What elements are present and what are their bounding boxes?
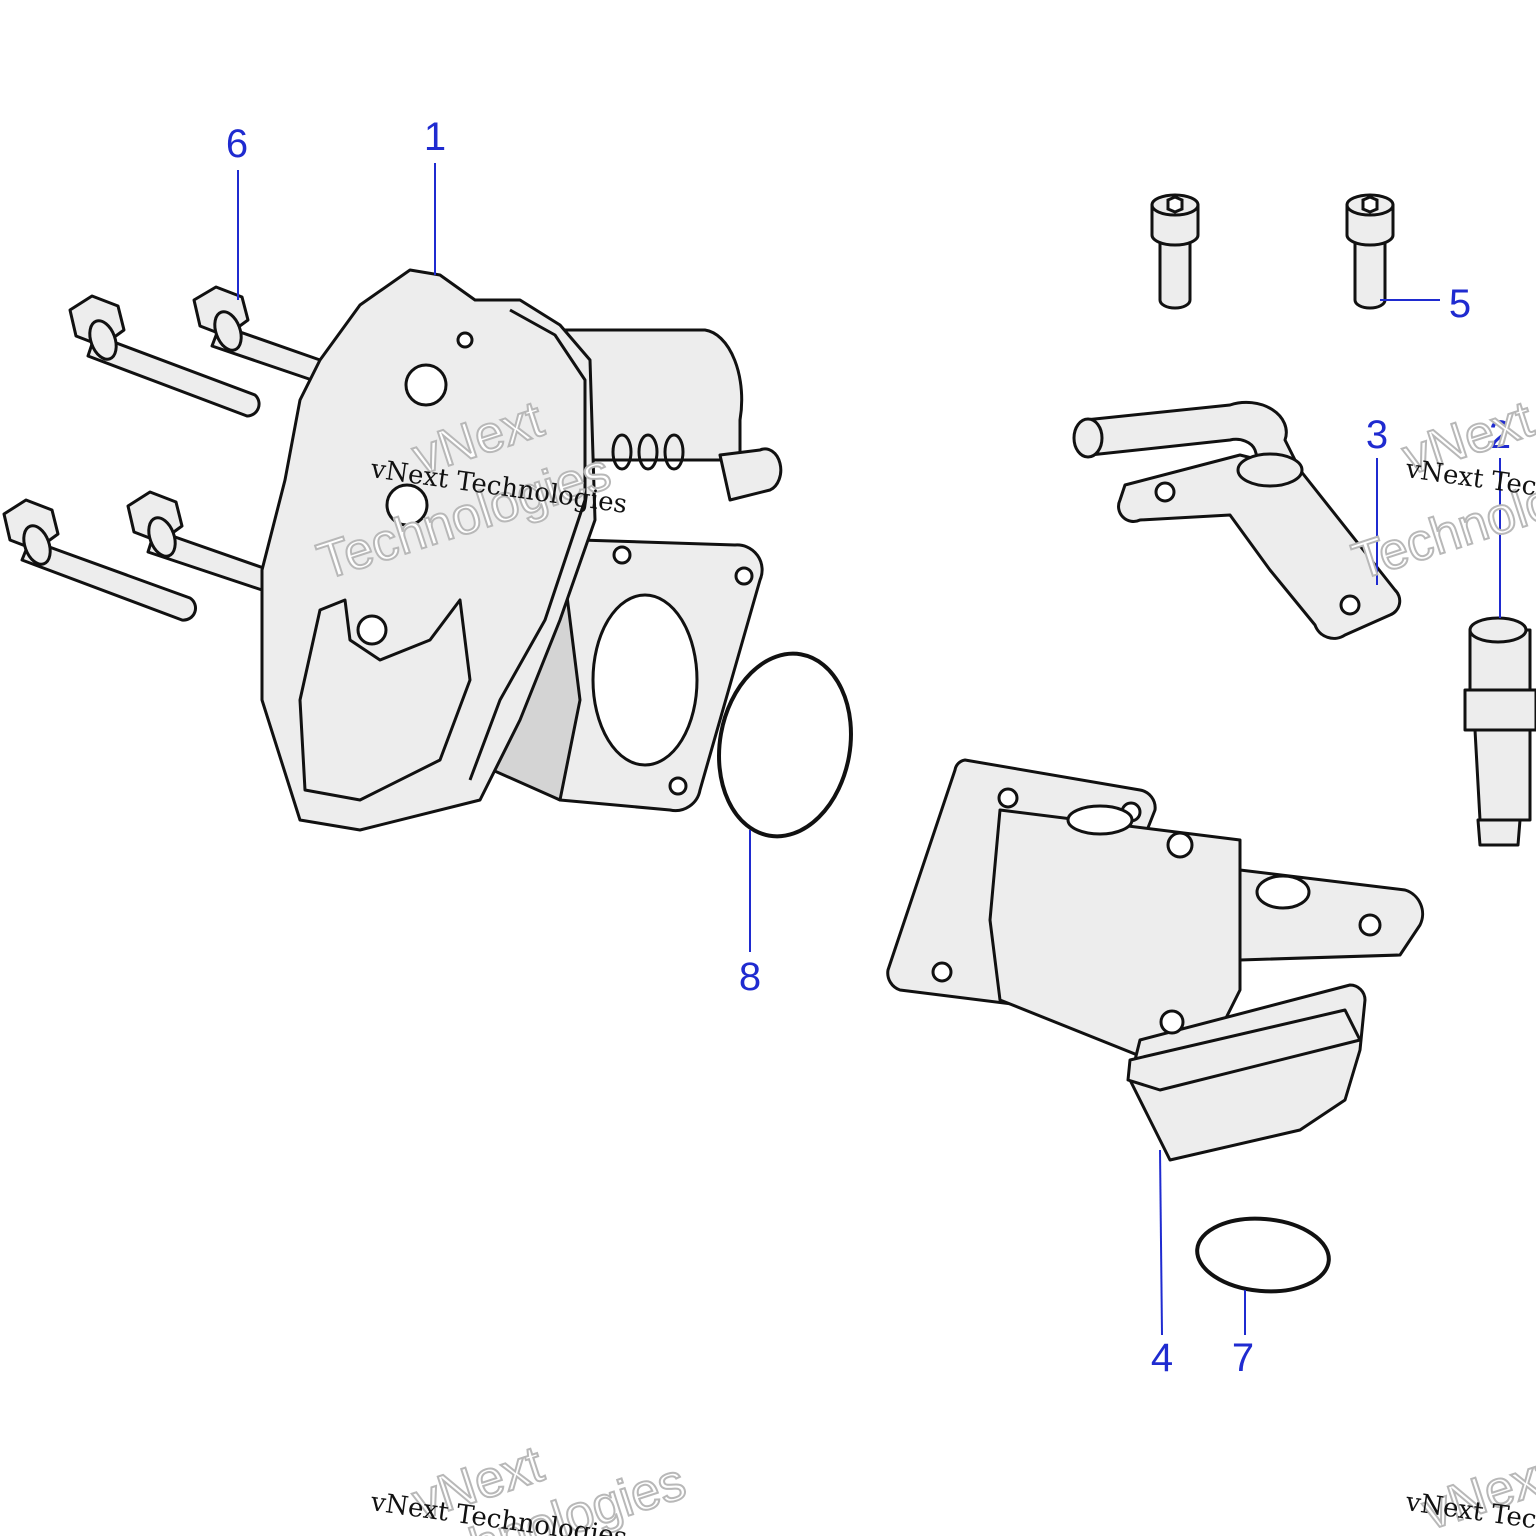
callout-2: 2 [1489, 413, 1511, 457]
callout-4: 4 [1151, 1336, 1173, 1380]
cap-screw [1345, 193, 1395, 310]
bolt [2, 498, 197, 622]
callout-1: 1 [424, 115, 446, 159]
cap-screw [1150, 193, 1200, 310]
callout-7: 7 [1232, 1336, 1254, 1380]
cap-screw-group-5 [1150, 193, 1395, 310]
callout-5: 5 [1449, 282, 1471, 326]
callout-8: 8 [739, 955, 761, 999]
callout-6: 6 [226, 122, 248, 166]
o-ring-8 [717, 651, 853, 839]
bolt [68, 294, 261, 418]
intake-elbow-4 [886, 758, 1425, 1162]
fuel-rail-3 [1072, 400, 1402, 640]
o-ring-7 [1195, 1216, 1331, 1294]
bolt [126, 490, 277, 594]
leader-line-4 [1159, 1149, 1163, 1336]
fuel-injector-2 [1463, 616, 1536, 847]
watermark: vNext Technologies vNext Technologies [368, 1434, 693, 1536]
watermark: vNext vNext Technologies [1403, 1444, 1536, 1536]
callout-3: 3 [1366, 413, 1388, 457]
bolt [192, 285, 322, 382]
throttle-body-1 [260, 268, 783, 832]
